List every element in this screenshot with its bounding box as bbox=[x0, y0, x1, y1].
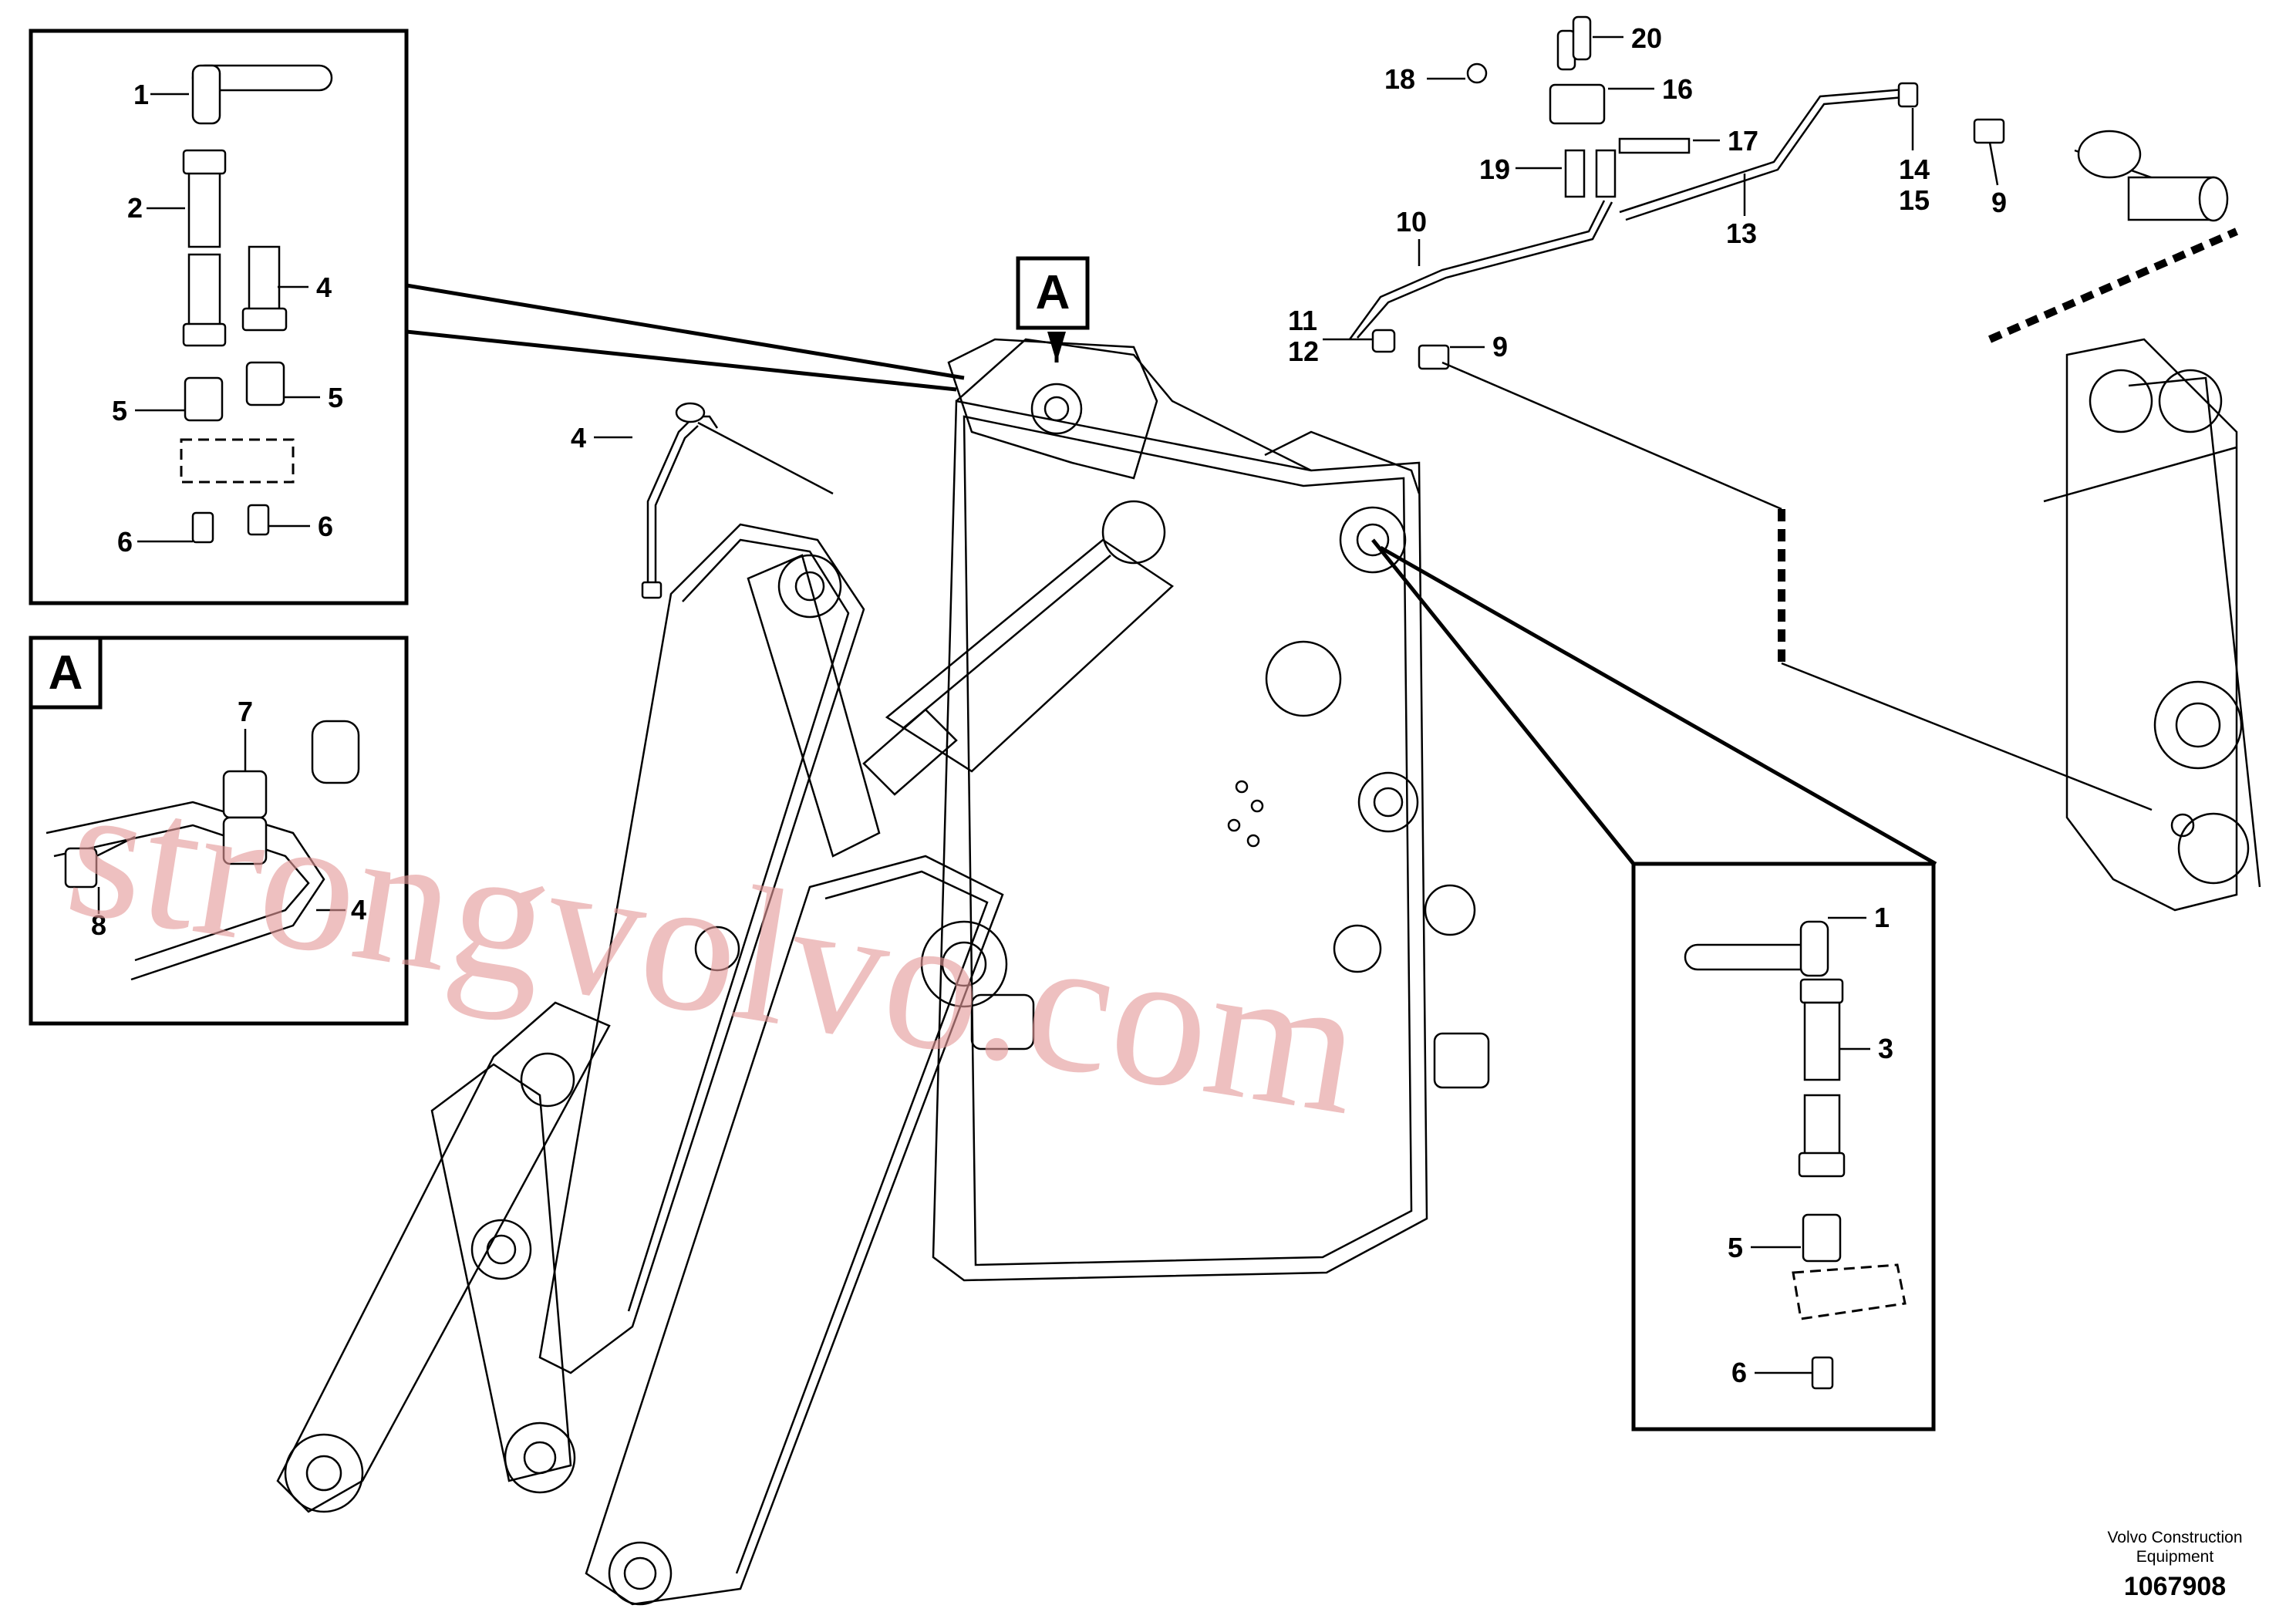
callout-3: 3 bbox=[1878, 1033, 1893, 1064]
callout-4-main: 4 bbox=[571, 422, 586, 454]
callout-13: 13 bbox=[1726, 218, 1757, 249]
document-number: 1067908 bbox=[2124, 1572, 2226, 1601]
callout-4-inset: 4 bbox=[351, 894, 366, 926]
callout-14: 14 bbox=[1899, 153, 1930, 185]
callout-5a: 5 bbox=[112, 395, 127, 427]
callout-4: 4 bbox=[316, 271, 332, 303]
credit-line-2: Equipment bbox=[2136, 1548, 2214, 1566]
callout-7: 7 bbox=[238, 696, 253, 727]
watermark: strongvolvo.com bbox=[55, 741, 1374, 1156]
detail-leaders bbox=[406, 283, 1937, 866]
inset-top-left bbox=[29, 29, 409, 605]
detail-tag-inset: A bbox=[49, 646, 83, 700]
callout-5b: 5 bbox=[328, 382, 343, 413]
callout-5-right: 5 bbox=[1728, 1232, 1743, 1263]
lubrication-piping-drawing bbox=[641, 15, 2261, 912]
callout-6a: 6 bbox=[117, 526, 133, 558]
callout-9-mid: 9 bbox=[1492, 331, 1508, 363]
detail-tag-main: A bbox=[1036, 266, 1070, 319]
callout-1: 1 bbox=[133, 79, 149, 110]
callout-12: 12 bbox=[1288, 336, 1319, 367]
callout-16: 16 bbox=[1662, 73, 1693, 105]
loader-frame-drawing bbox=[276, 338, 1490, 1606]
callout-19: 19 bbox=[1479, 153, 1510, 185]
callout-11: 11 bbox=[1288, 305, 1317, 336]
detail-tag-main-box: A bbox=[1016, 256, 1090, 330]
callout-6b: 6 bbox=[318, 511, 333, 542]
inset-a bbox=[29, 636, 409, 1026]
callout-9-top: 9 bbox=[1991, 187, 2007, 218]
callout-10: 10 bbox=[1396, 206, 1427, 238]
callout-8: 8 bbox=[91, 909, 106, 941]
callout-18: 18 bbox=[1384, 63, 1415, 95]
callout-17: 17 bbox=[1728, 125, 1758, 157]
callout-20: 20 bbox=[1631, 22, 1662, 54]
inset-right bbox=[1631, 862, 1936, 1431]
callout-1-right: 1 bbox=[1874, 902, 1890, 933]
callout-6-right: 6 bbox=[1731, 1357, 1747, 1388]
callout-2: 2 bbox=[127, 192, 143, 224]
credit-line-1: Volvo Construction bbox=[2107, 1529, 2242, 1546]
callout-15: 15 bbox=[1899, 184, 1930, 216]
